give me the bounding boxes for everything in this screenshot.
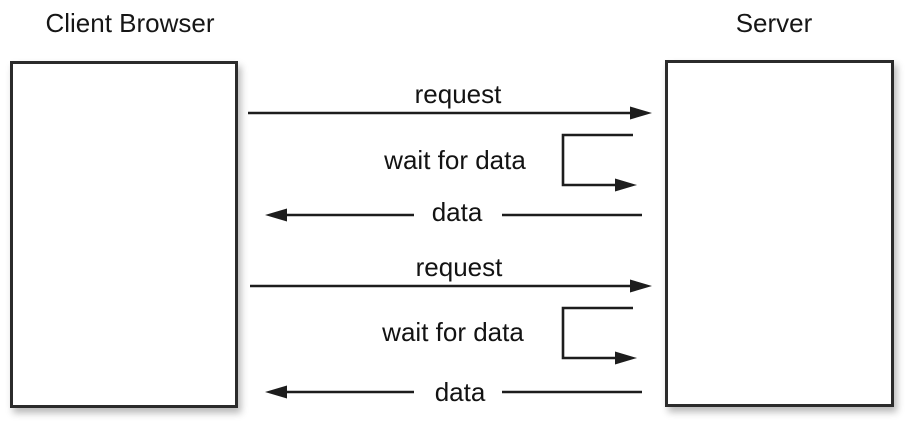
message-label-wait-1: wait for data: [384, 145, 526, 175]
message-label-data-2: data: [434, 377, 486, 407]
data-arrow-1: [265, 208, 642, 222]
wait-self-loop-2: [561, 306, 637, 365]
wait-self-loop-1: [561, 133, 637, 192]
message-label-data-1: data: [431, 197, 483, 227]
request-arrow-1: [248, 106, 652, 120]
message-label-request-2: request: [415, 252, 503, 282]
server-actor-label: Server: [735, 8, 813, 38]
message-label-request-1: request: [414, 79, 502, 109]
server-actor-box: [665, 60, 894, 407]
client-actor-box: [10, 61, 238, 408]
client-actor-label: Client Browser: [45, 8, 215, 38]
data-arrow-2: [265, 385, 642, 399]
message-label-wait-2: wait for data: [382, 317, 524, 347]
request-arrow-2: [250, 279, 652, 293]
